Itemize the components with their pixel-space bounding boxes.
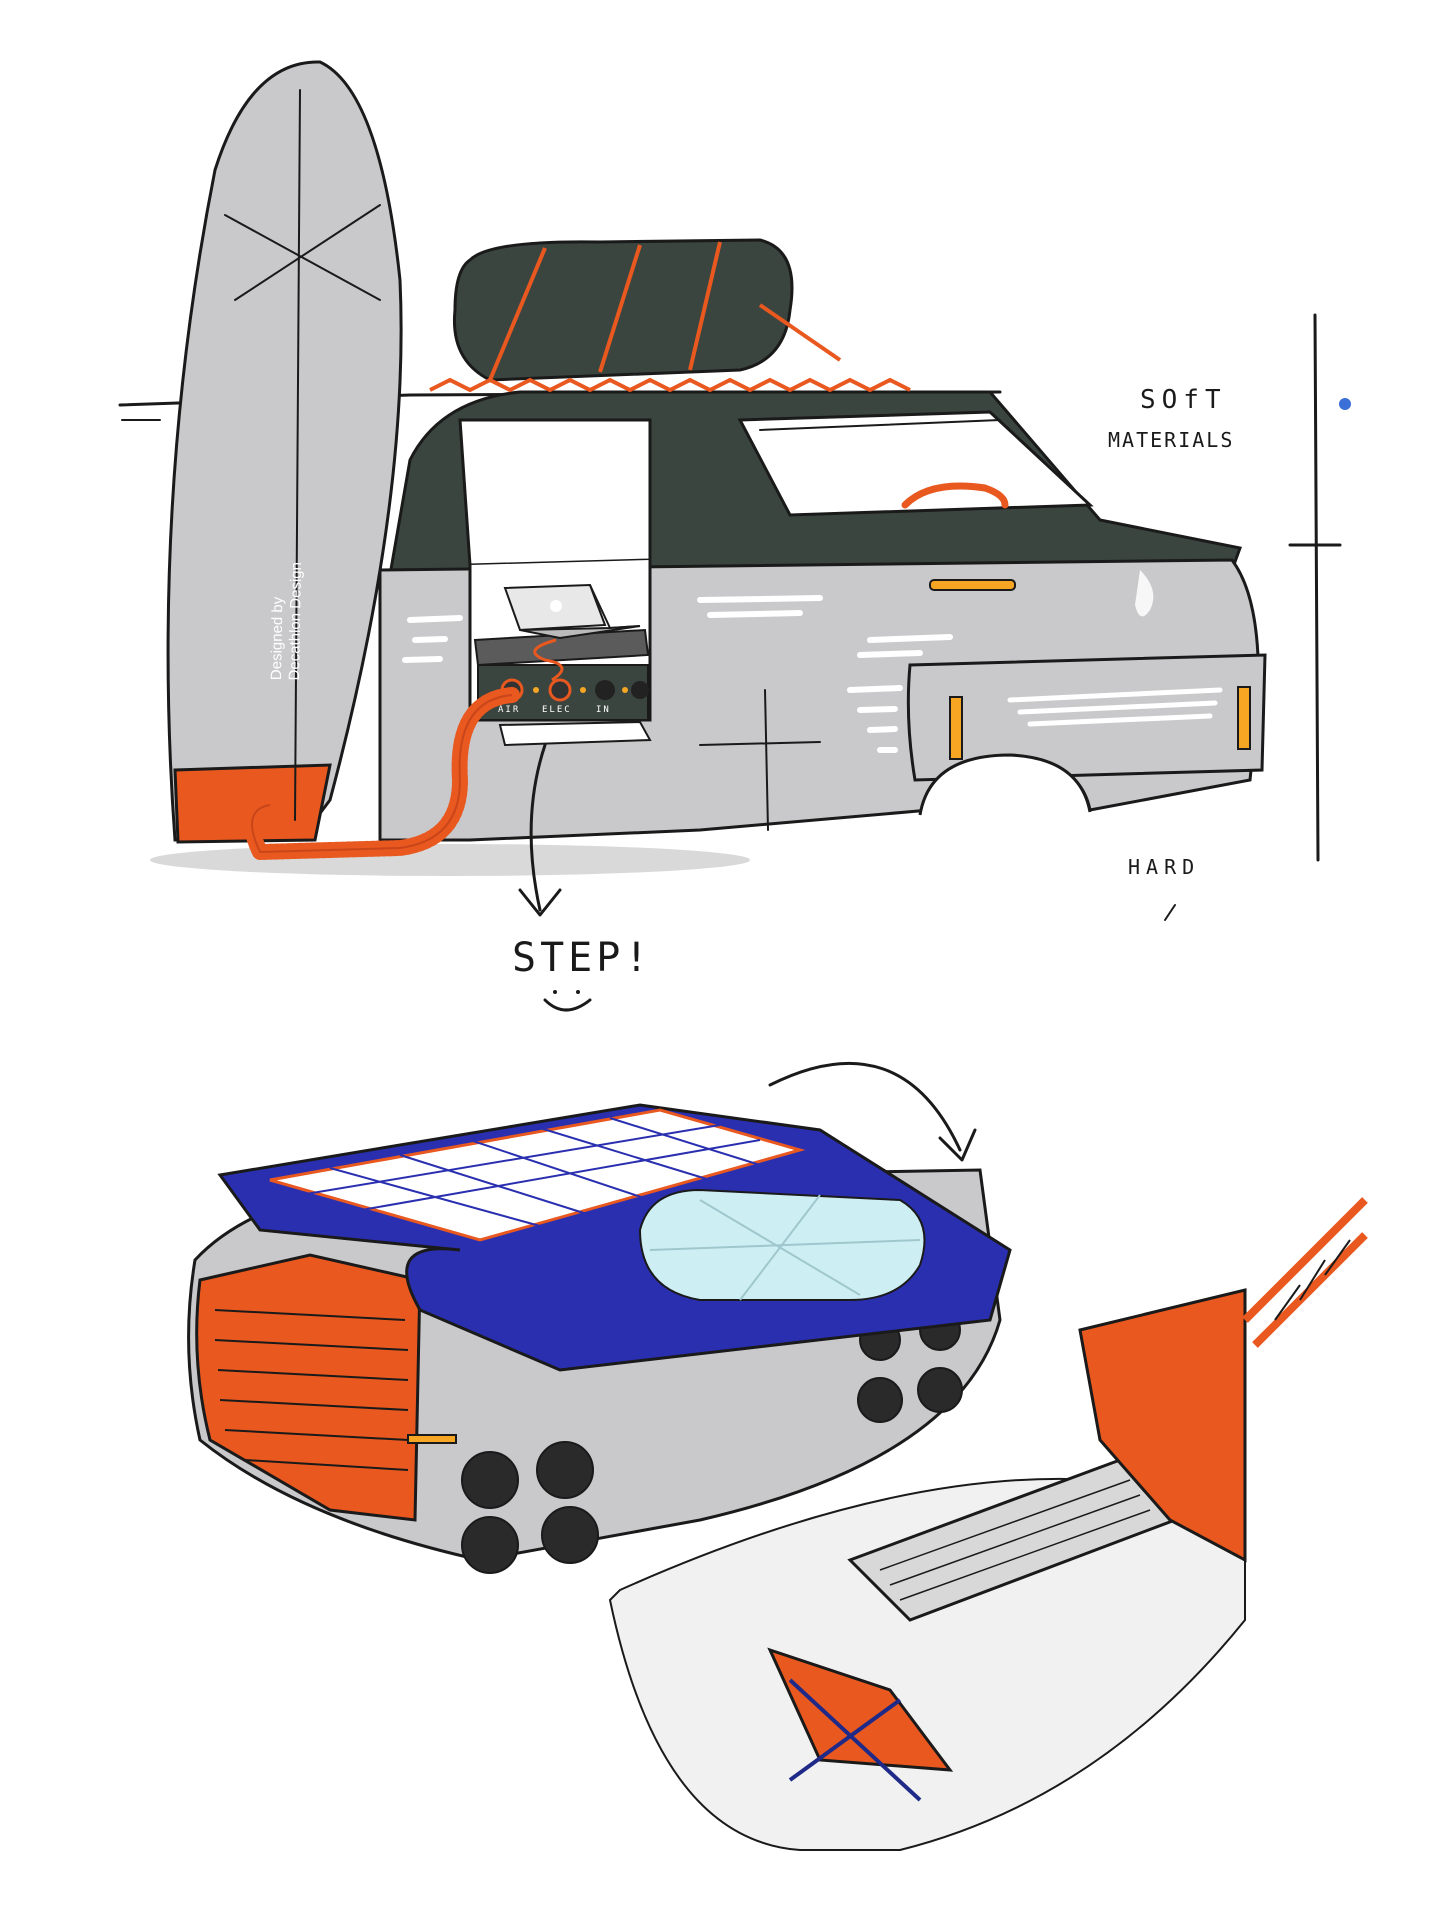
laptop [503,583,641,640]
paddle-board [166,60,403,844]
wheels [461,1309,963,1574]
smile-doodle [543,998,592,1012]
annotation-materials: MATERIALS [1108,428,1235,452]
board-brand-line2: Decathlon Design [285,561,306,681]
annotation-step: STEP! [512,935,653,981]
annotation-soft: SOfT [1140,385,1227,415]
lamp-left [949,696,963,760]
van-rear-view [187,1061,1368,1851]
port-label-elec: ELEC [542,705,572,715]
lamp-right [1237,686,1251,750]
side-door-opening [458,418,652,567]
board-branding: Designed by Decathlon Design [268,562,306,681]
step-plate [498,720,652,747]
extra-port [631,681,649,699]
roof-bag [429,238,911,393]
step-arrow [529,743,547,912]
steering-wheel [901,482,1009,509]
board-brand-line1: Designed by [268,596,287,681]
soft-hard-scale [1164,313,1351,921]
port-label-in: IN [596,705,611,715]
rear-ladder [1242,1197,1368,1348]
door-handle [929,579,1016,591]
roof-grid [269,1108,806,1242]
port-label-air: AIR [498,705,521,715]
front-wheel-arch [918,753,1092,816]
van-side-view [118,60,1267,1012]
annotation-hard: HARD [1128,855,1201,879]
scale-marker [1339,398,1351,410]
elec-port [548,678,572,702]
in-port [595,680,615,700]
fold-arrow [768,1061,962,1152]
side-bag [195,1253,422,1522]
tailgate-seat [1078,1288,1247,1563]
windshield [737,410,1094,517]
camp-chair [767,1647,954,1772]
